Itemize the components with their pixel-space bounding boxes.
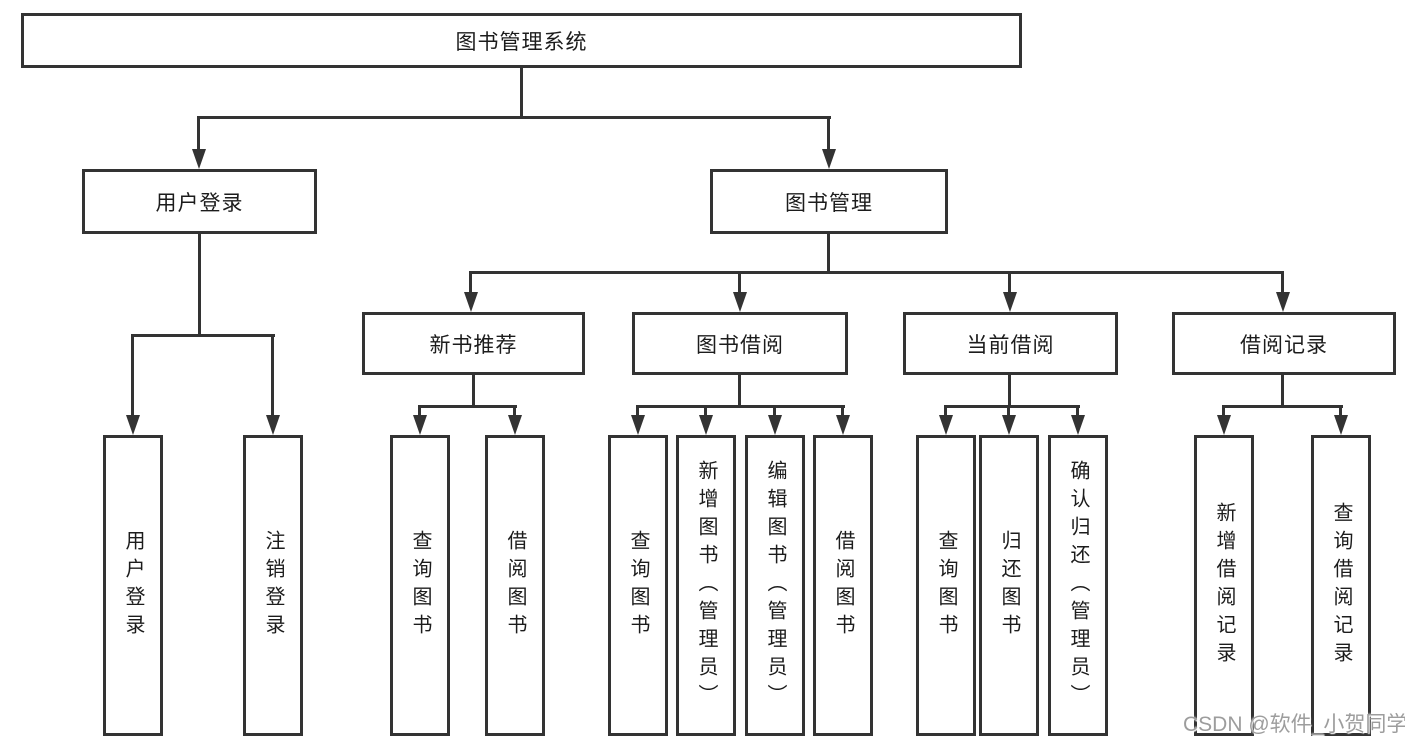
arrowhead-borrow-record bbox=[1276, 292, 1290, 312]
arrowhead-leaf-login bbox=[126, 415, 140, 435]
leaf-logout-label: 注销登录 bbox=[262, 529, 284, 642]
connector-bb-edit-drop bbox=[773, 405, 776, 417]
arrowhead-bb-edit bbox=[768, 415, 782, 435]
leaf-query-borrow-record-label: 查询借阅记录 bbox=[1330, 501, 1352, 670]
node-user-login-label: 用户登录 bbox=[155, 191, 244, 215]
leaf-logout: 注销登录 bbox=[243, 435, 303, 736]
leaf-bb-borrow-book-label: 借阅图书 bbox=[832, 529, 854, 642]
connector-book-mgmt-stem bbox=[827, 234, 830, 274]
connector-bb-query-drop bbox=[636, 405, 639, 417]
connector-leaf-logout-drop bbox=[271, 334, 274, 416]
connector-cb-query-drop bbox=[944, 405, 947, 417]
leaf-bb-add-book-label: 新增图书（管理员） bbox=[695, 459, 717, 712]
leaf-cb-return-book-label: 归还图书 bbox=[998, 529, 1020, 642]
connector-user-login-crossbar bbox=[131, 334, 275, 337]
node-library-system-label: 图书管理系统 bbox=[455, 30, 588, 54]
connector-leaf-login-drop bbox=[131, 334, 134, 416]
node-new-book-rec-label: 新书推荐 bbox=[429, 333, 518, 357]
connector-rec-add-drop bbox=[1222, 405, 1225, 417]
leaf-cb-confirm-return: 确认归还（管理员） bbox=[1048, 435, 1108, 736]
leaf-add-borrow-record: 新增借阅记录 bbox=[1194, 435, 1254, 736]
leaf-cb-return-book: 归还图书 bbox=[979, 435, 1039, 736]
connector-root-stem bbox=[520, 68, 523, 117]
leaf-cb-query-book-label: 查询图书 bbox=[935, 529, 957, 642]
connector-book-borrow-drop bbox=[738, 271, 741, 294]
connector-new-book-drop bbox=[469, 271, 472, 294]
arrowhead-new-book bbox=[464, 292, 478, 312]
arrowhead-user-login bbox=[192, 149, 206, 169]
node-borrow-record-label: 借阅记录 bbox=[1240, 333, 1328, 357]
connector-book-borrow-crossbar bbox=[636, 405, 845, 408]
leaf-cb-confirm-return-label: 确认归还（管理员） bbox=[1067, 459, 1089, 712]
connector-rec-borrow-drop bbox=[513, 405, 516, 417]
connector-book-mgmt-drop bbox=[827, 116, 830, 150]
connector-new-book-stem bbox=[472, 375, 475, 408]
connector-book-mgmt-crossbar bbox=[469, 271, 1283, 274]
connector-bb-borrow-drop bbox=[841, 405, 844, 417]
leaf-bb-borrow-book: 借阅图书 bbox=[813, 435, 873, 736]
arrowhead-rec-query bbox=[413, 415, 427, 435]
leaf-rec-query-book-label: 查询图书 bbox=[409, 529, 431, 642]
leaf-cb-query-book: 查询图书 bbox=[916, 435, 976, 736]
leaf-user-login: 用户登录 bbox=[103, 435, 163, 736]
node-borrow-record: 借阅记录 bbox=[1172, 312, 1396, 375]
arrowhead-bb-query bbox=[631, 415, 645, 435]
leaf-rec-borrow-book-label: 借阅图书 bbox=[504, 529, 526, 642]
node-book-borrow: 图书借阅 bbox=[632, 312, 848, 375]
leaf-add-borrow-record-label: 新增借阅记录 bbox=[1213, 501, 1235, 670]
leaf-rec-query-book: 查询图书 bbox=[390, 435, 450, 736]
node-current-borrow-label: 当前借阅 bbox=[966, 333, 1055, 357]
connector-rec-query2-drop bbox=[1339, 405, 1342, 417]
connector-borrow-record-drop bbox=[1281, 271, 1284, 294]
arrowhead-bb-borrow bbox=[836, 415, 850, 435]
connector-book-borrow-stem2 bbox=[738, 375, 741, 408]
arrowhead-leaf-logout bbox=[266, 415, 280, 435]
connector-record-stem bbox=[1281, 375, 1284, 408]
arrowhead-rec-query2 bbox=[1334, 415, 1348, 435]
connector-current-crossbar bbox=[944, 405, 1080, 408]
csdn-watermark: CSDN @软件_小贺同学 bbox=[1183, 713, 1405, 736]
leaf-rec-borrow-book: 借阅图书 bbox=[485, 435, 545, 736]
node-user-login: 用户登录 bbox=[82, 169, 317, 234]
leaf-bb-add-book: 新增图书（管理员） bbox=[676, 435, 736, 736]
arrowhead-rec-add bbox=[1217, 415, 1231, 435]
arrowhead-book-mgmt bbox=[822, 149, 836, 169]
node-library-system: 图书管理系统 bbox=[21, 13, 1022, 68]
node-book-borrow-label: 图书借阅 bbox=[696, 333, 784, 357]
node-current-borrow: 当前借阅 bbox=[903, 312, 1118, 375]
leaf-user-login-label: 用户登录 bbox=[122, 529, 144, 642]
connector-current-stem bbox=[1008, 375, 1011, 408]
connector-new-book-crossbar bbox=[418, 405, 517, 408]
connector-current-borrow-drop bbox=[1008, 271, 1011, 294]
connector-cb-return-drop bbox=[1007, 405, 1010, 417]
leaf-bb-query-book-label: 查询图书 bbox=[627, 529, 649, 642]
node-book-mgmt: 图书管理 bbox=[710, 169, 948, 234]
connector-bb-add-drop bbox=[704, 405, 707, 417]
connector-record-crossbar bbox=[1222, 405, 1343, 408]
connector-rec-query-drop bbox=[418, 405, 421, 417]
connector-cb-confirm-drop bbox=[1076, 405, 1079, 417]
connector-user-login-drop bbox=[197, 116, 200, 150]
leaf-query-borrow-record: 查询借阅记录 bbox=[1311, 435, 1371, 736]
connector-root-crossbar bbox=[197, 116, 831, 119]
node-book-mgmt-label: 图书管理 bbox=[785, 191, 873, 215]
leaf-bb-query-book: 查询图书 bbox=[608, 435, 668, 736]
arrowhead-cb-confirm bbox=[1071, 415, 1085, 435]
arrowhead-cb-return bbox=[1002, 415, 1016, 435]
connector-user-login-stem bbox=[198, 234, 201, 337]
arrowhead-rec-borrow bbox=[508, 415, 522, 435]
leaf-bb-edit-book-label: 编辑图书（管理员） bbox=[764, 459, 786, 712]
node-new-book-rec: 新书推荐 bbox=[362, 312, 585, 375]
leaf-bb-edit-book: 编辑图书（管理员） bbox=[745, 435, 805, 736]
arrowhead-cb-query bbox=[939, 415, 953, 435]
arrowhead-current-borrow bbox=[1003, 292, 1017, 312]
arrowhead-book-borrow bbox=[733, 292, 747, 312]
arrowhead-bb-add bbox=[699, 415, 713, 435]
